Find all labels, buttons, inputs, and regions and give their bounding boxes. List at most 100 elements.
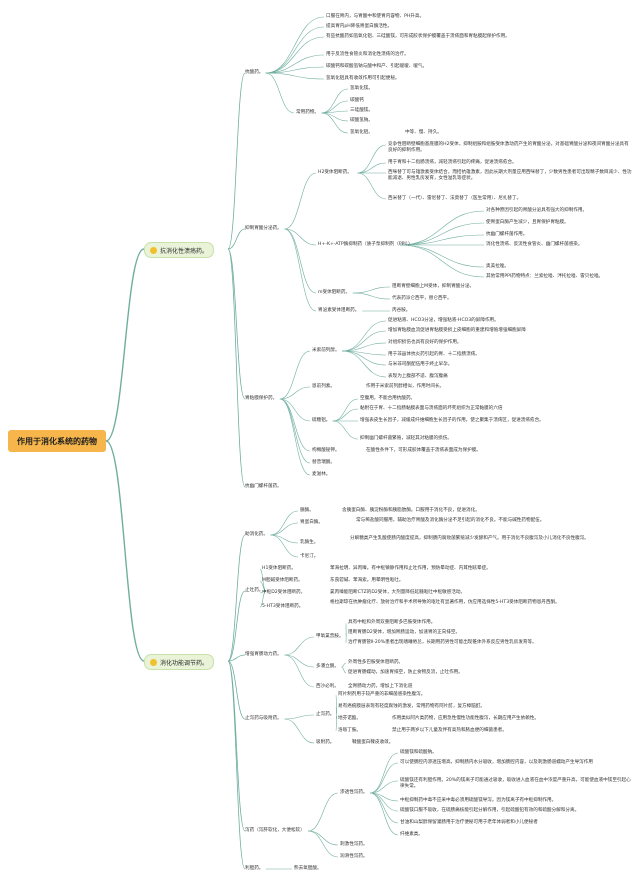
node-kansuan-6[interactable]: 氢氧化铝具有收敛作用可引起便秘。 [326,76,400,81]
node-weichang[interactable]: 增强胃肠动力药。 [245,652,282,657]
node-zt-3n[interactable]: 氯丙嗪能阻断CTZ的D2受体，大剂量降低延髓呕吐中枢敏感活动。 [330,590,466,595]
node-h2-4[interactable]: 西米替丁（一代）、雷尼替丁、法莫替丁（医生常用）、尼扎替丁。 [388,196,522,201]
node-ql-3[interactable]: 对组织损伤也具有良好的保护作用。 [388,340,462,345]
node-zx-1n[interactable]: 含胰蛋白酶、胰淀粉酶和胰脂肪酶。口服用于消化不良，促进消化。 [342,508,480,513]
node-zxe-1d[interactable]: 洛哌丁胺。 [338,728,361,733]
node-m1-1[interactable]: 阻断胃壁细胞上M受体，抑制胃酸分泌。 [392,284,475,289]
node-wc-2[interactable]: 多潘立酮。 [316,664,339,669]
node-zx-1[interactable]: 胰酶。 [300,508,314,513]
node-ppi-6[interactable]: 其他常用PPI药物特点：兰索拉唑、泮托拉唑、雷贝拉唑。 [486,274,604,279]
node-m1-2[interactable]: 代表药派仑西平，替仑西平。 [392,296,452,301]
node-wc-1b[interactable]: 阻断胃肠D2受体，增加胃肠运动，加速胃的正向排空。 [348,630,461,635]
node-zx-3n[interactable]: 分解糖类产生乳酸使肠内酸度提高，抑制肠内腐败菌繁殖减少发酵和产气。用于消化不良腹… [350,536,589,541]
node-xy-1e[interactable]: 硫酸镁口服不吸收，在硫肠痛核能引起分解作用，引起硫酸铅有效的和硫酸分解和分离。 [400,808,580,813]
node-m1[interactable]: m受体阻断药。 [318,290,351,295]
node-zt-2n[interactable]: 东莨菪碱、苯海索。用晕明性呕吐。 [330,578,404,583]
node-ppi-4[interactable]: 消化性溃疡、反流性食管炎、幽门螺杆菌感染。 [486,242,583,247]
node-xy-1[interactable]: 渗透性泻药。 [340,790,368,795]
node-maisi[interactable]: 麦滋林。 [312,472,331,477]
branch-digestive-regulation[interactable]: 消化功能调节药。 [144,654,215,670]
node-ppi[interactable]: H+-K+-ATP酶抑制药（质子泵抑制剂（PPI）） [318,242,413,247]
node-xy-3[interactable]: 润滑性泻药。 [340,854,368,859]
node-ql-6[interactable]: 表现为上腹部不适、腹泻腹痛 [388,374,448,379]
node-cy-1[interactable]: 氢氧化镁。 [350,86,373,91]
node-zxe-1cn[interactable]: 作用类似阿片类药物，应用急性慢性功能性腹泻，长期应用产生依赖性。 [392,716,540,721]
node-gastrin[interactable]: 胃泌素受体阻断药。 [318,308,360,313]
node-zxe-1c[interactable]: 地芬诺酯。 [338,716,361,721]
node-kansuan[interactable]: 抗酸药。 [245,70,264,75]
node-zx-3[interactable]: 乳酶生。 [300,540,319,545]
node-enpu-1[interactable]: 作用于米索前列醇相似，作用时间长。 [366,384,445,389]
node-h2-1[interactable]: 竞争性阻断壁细胞基底膜的H2受体，抑制组胺和组胺受体激动药产生的胃酸分泌，对基础… [388,142,629,153]
node-zxe-1a[interactable]: 阿片制剂用于较严重的非细菌感染性腹泻。 [338,692,426,697]
node-xy-1c[interactable]: 硫酸镁还有利胆作用。20%的镁离子可能通过吸收，吸收进入血液在血中浓度严重升高，… [400,778,631,789]
node-lt-2[interactable]: 黏附在于胃、十二指肠黏膜表面与溃疡面的坏死组织为正常黏膜的六倍 [360,406,503,411]
node-kansuan-4[interactable]: 用于反流性食管炎和消化性溃疡的治疗。 [326,52,409,57]
node-zhixie[interactable]: 止泻药与吸附药。 [245,716,282,721]
node-kansuan-5[interactable]: 碳酸钙和碳酸氢钠与酸中和产、引起嗳嗳、嗳气。 [326,64,428,69]
node-xieyao[interactable]: 泻药（泻肝软化，大便松软） [245,828,305,833]
node-ql-4[interactable]: 用于非甾体抗炎药引起的胃、十二指肠溃疡。 [388,352,480,357]
node-lidan[interactable]: 利胆药。 [245,866,264,871]
node-qianlie[interactable]: 米索前列醇。 [312,348,340,353]
node-h2[interactable]: H2受体阻断药。 [318,170,352,175]
node-bisheng[interactable]: 替普瑞酮。 [312,460,335,465]
node-h2-2[interactable]: 用于胃和十二指肠溃疡，减轻溃疡引起的疼痛，促进溃疡愈合。 [388,160,517,165]
node-zt-1[interactable]: H1受体阻断药。 [262,566,296,571]
node-ppi-3[interactable]: 抗幽门螺杆菌作用。 [486,232,528,237]
node-weinian[interactable]: 胃粘膜保护药。 [245,396,278,401]
node-wc-1a[interactable]: 具有中枢和外周双重阻断多巴胺受体作用。 [348,620,436,625]
branch-anti-ulcer[interactable]: 抗消化性溃疡药。 [144,242,215,258]
node-xy-1a[interactable]: 硫酸镁和硫酸钠。 [400,750,437,755]
node-hp[interactable]: 抗幽门螺杆菌药。 [245,484,282,489]
node-zhuxiao[interactable]: 助消化药。 [245,532,268,537]
node-zt-2[interactable]: M胆碱受体阻断药。 [262,578,303,583]
node-lt-1[interactable]: 空腹用，不能合用抗酸药。 [360,396,416,401]
node-xy-1g[interactable]: 纤维素类。 [400,832,423,837]
node-zxe-2[interactable]: 吸附药。 [316,740,335,745]
node-xy-1d[interactable]: 中枢抑制药中毒不应采中毒必须用硫酸镁导泻。因为镁离子有中枢抑制作用。 [400,798,557,803]
node-wc-2b[interactable]: 促进胃肠蠕动，加速胃排空，防止食物反流，止吐作用。 [348,670,463,675]
node-zxe-1[interactable]: 止泻药。 [316,712,335,717]
node-ppi-1[interactable]: 对各种原因引起的胃酸分泌具有强大的抑制作用。 [486,208,588,213]
node-ppi-2[interactable]: 使胃蛋白酶产生减少，且胃保护胃粘膜。 [486,220,569,225]
node-kansuan-2[interactable]: 提高胃内pH降低胃蛋白酶活性。 [326,24,393,29]
node-cy-3[interactable]: 三硅酸镁。 [350,108,373,113]
node-ql-5[interactable]: 与米非司酮配伍用于终止早孕。 [388,362,453,367]
node-lt-4[interactable]: 抑制幽门螺杆菌繁殖，减轻其对粘膜的损伤。 [360,436,452,441]
node-gastrin-1[interactable]: 丙谷胺。 [392,308,411,313]
node-cy-2[interactable]: 碳酸钙 [350,98,364,103]
node-zx-2n[interactable]: 常与稀盐酸同服用，辅助治疗胃酸及消化酶分泌不足引起的消化不良。不能与碱性药物配伍… [356,518,545,523]
root-topic[interactable]: 作用于消化系统的药物 [8,430,106,452]
node-zhitu[interactable]: 止吐药。 [245,588,264,593]
node-wc-2a[interactable]: 外周性多巴胺受体阻断药。 [348,660,404,665]
node-jiaoti-1[interactable]: 在酸性条件下，可形成胶体覆盖于溃疡表面成为保护膜。 [366,448,481,453]
node-zx-2[interactable]: 胃蛋白酶。 [300,520,323,525]
node-cy-4[interactable]: 碳酸氢钠。 [350,118,373,123]
node-liutang[interactable]: 硫糖铝。 [312,418,331,423]
node-zt-4n[interactable]: 格拉斯琼在抗肿瘤化疗、放射治疗和手术所导致的呕吐有显著作用，仿应用选择性5-HT… [330,600,560,605]
node-xy-1b[interactable]: 可以使肠腔内渗透压增高，抑制肠内水分吸收，增加肠腔内容，以及刺激肠道蠕动产生导泻… [400,760,593,765]
node-h2-3[interactable]: 西咪替丁可与雄激素受体结合，而拮抗雄激素，因此长期大剂量应用西咪替丁，少数男性患… [388,170,632,181]
node-wc-1c[interactable]: 治疗胃肠管Ⅱ-20%患者出现嗜睡倦怠，长期用药男性可能出现锥体外系反应男性乳房发… [348,640,537,645]
node-zt-4[interactable]: 5-HT3受体阻断药。 [262,604,304,609]
node-lt-3[interactable]: 增强表皮生长因子，减缓成纤维细胞生长因子的作用，使之聚集于溃疡区，促进溃疡愈合。 [360,418,544,423]
node-ld-1[interactable]: 熊去氧胆酸。 [294,866,322,871]
node-yizhi[interactable]: 抑制胃酸分泌药。 [245,226,282,231]
node-cy-5[interactable]: 氢氧化铝。 [350,130,373,135]
node-ql-2[interactable]: 增加胃粘膜血流促进胃粘膜受损上皮细胞的重建和增殖增强细胞屏障 [388,328,526,333]
node-kansuan-3[interactable]: 有些抗酸药如氢氧化铝、三硅酸镁，可形成胶状保护膜覆盖于溃疡面和胃粘膜起保护作用。 [326,34,510,39]
node-enpu[interactable]: 恩前列素。 [312,384,335,389]
node-changyong[interactable]: 常用药物。 [296,110,319,115]
node-zxe-1dn[interactable]: 禁止用于两岁以下儿童及伴有高热和脓血便的细菌患者。 [392,728,507,733]
node-ql-1[interactable]: 促进粘液、HCO3分泌，增强粘液-HCO3的屏障作用。 [388,318,499,323]
node-zxe-2n[interactable]: 鞣酸蛋白鞣皮收敛。 [352,740,394,745]
node-ppi-5[interactable]: 奥美拉唑。 [486,264,509,269]
node-cy-5-note[interactable]: 中等、慢、持久。 [405,130,442,135]
node-wc-3[interactable]: 西沙必利。 [316,684,339,689]
node-xy-1f[interactable]: 甘油和山梨醇保留灌肠用于治疗便秘可用于老年体弱者和小儿便秘者 [400,820,538,825]
node-kansuan-1[interactable]: 口服在胃内，与胃酸中和使胃内容物、PH升高。 [326,14,425,19]
node-xy-2[interactable]: 刺激性泻药。 [340,842,368,847]
node-wc-1[interactable]: 甲氧氯普胺。 [316,634,344,639]
node-wc-3n[interactable]: 全胃肠动力药，增加上下消化道 [348,684,413,689]
